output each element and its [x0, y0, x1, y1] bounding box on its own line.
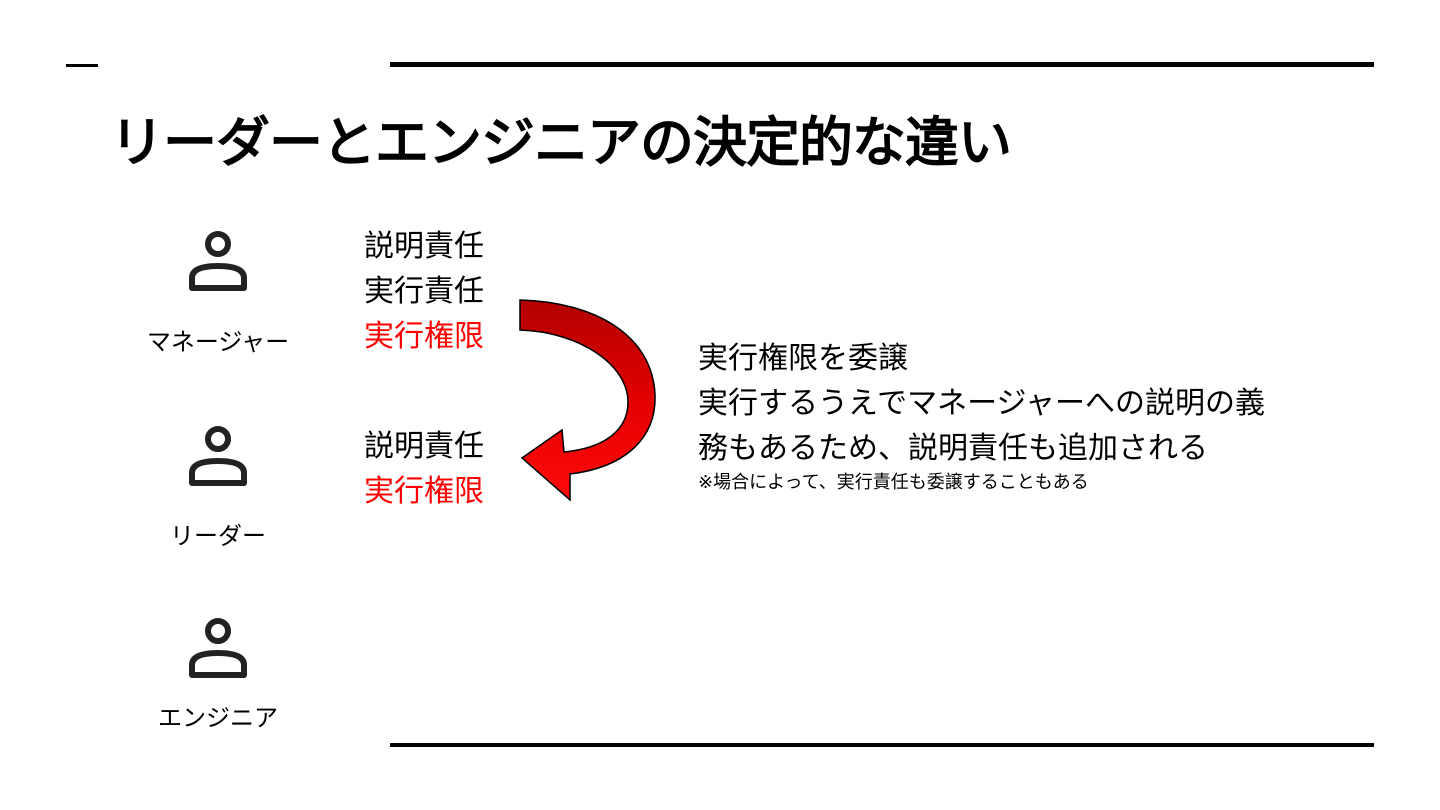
leader-duty-list: 説明責任 実行権限 [364, 424, 484, 514]
role-label-manager: マネージャー [146, 328, 290, 356]
delegation-arrow [519, 299, 656, 502]
page-title: リーダーとエンジニアの決定的な違い [110, 111, 1012, 174]
top-rule [390, 62, 1374, 67]
description-line-2: 実行するうえでマネージャーへの説明の義 [698, 386, 1265, 421]
manager-person-icon [189, 231, 247, 291]
delegation-arrow-body [519, 299, 656, 502]
leader-duty-accountability: 説明責任 [364, 429, 484, 464]
manager-duty-accountability: 説明責任 [364, 229, 484, 264]
delegation-description: 実行権限を委譲 実行するうえでマネージャーへの説明の義 務もあるため、説明責任も… [698, 336, 1265, 495]
leader-person-icon [189, 426, 247, 486]
engineer-person-icon [189, 618, 247, 678]
bottom-rule [390, 743, 1374, 747]
leader-duty-authority: 実行権限 [364, 474, 484, 509]
description-line-3: 務もあるため、説明責任も追加される [698, 431, 1208, 466]
manager-duty-authority: 実行権限 [364, 319, 484, 354]
description-line-1: 実行権限を委譲 [698, 341, 908, 376]
top-left-dash [66, 64, 98, 67]
manager-duty-responsibility: 実行責任 [364, 274, 484, 309]
description-note: ※場合によって、実行責任も委譲することもある [698, 472, 1089, 493]
manager-duty-list: 説明責任 実行責任 実行権限 [364, 224, 484, 359]
role-label-leader: リーダー [170, 522, 266, 550]
role-label-engineer: エンジニア [158, 704, 278, 732]
